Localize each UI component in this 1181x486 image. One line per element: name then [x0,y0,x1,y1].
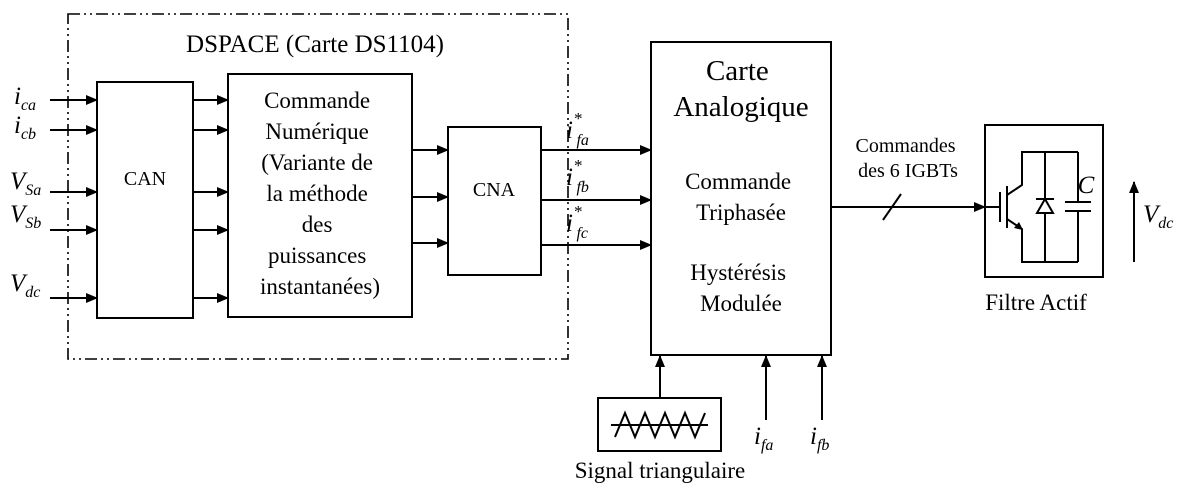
carte-commande: Commande Triphasée [685,169,797,225]
triangle-signal-label: Signal triangulaire [575,458,746,483]
input-label-icb: icb [14,112,36,143]
svg-text:ica: ica [14,83,36,114]
feedback-label-ifb: ifb [810,423,829,454]
input-label-ica: ica [14,83,36,114]
svg-text:i*fb: i*fb [566,156,589,196]
dc-voltage-label: Vdc [1143,201,1173,232]
dspace-title: DSPACE (Carte DS1104) [186,31,444,58]
input-label-vdc: Vdc [10,270,40,301]
filtre-actif-label: Filtre Actif [985,290,1087,315]
triangle-signal-wave [614,410,706,440]
igbt-symbol [985,151,1079,263]
igbt-commands-label: Commandes des 6 IGBTs [856,135,961,182]
carte-hysteresis: Hystérésis Modulée [690,260,792,316]
cna-block [447,126,542,276]
svg-text:ifb: ifb [810,423,829,454]
carte-analogique-block [650,41,832,356]
feedback-label-ifa: ifa [754,423,773,454]
svg-text:Vdc: Vdc [1143,201,1173,232]
commande-text: Commande Numérique (Variante de la métho… [260,88,380,299]
input-label-vsb: VSb [10,201,41,232]
svg-text:VSa: VSa [10,168,41,199]
svg-text:icb: icb [14,112,36,143]
svg-text:i*fc: i*fc [566,202,588,242]
can-label: CAN [124,168,166,190]
capacitor-label: C [1078,172,1095,199]
svg-text:ifa: ifa [754,423,773,454]
ref-label-ifb: i*fb [566,156,589,196]
bus-slash [882,193,902,221]
carte-title: Carte Analogique [673,55,808,123]
svg-text:VSb: VSb [10,201,41,232]
can-block [96,81,194,319]
dc-capacitor [1065,201,1091,212]
svg-text:Vdc: Vdc [10,270,40,301]
commande-block [227,73,413,318]
dspace-boundary [67,13,569,360]
cna-label: CNA [473,179,516,201]
svg-text:i*fa: i*fa [566,109,589,149]
ref-label-ifa: i*fa [566,109,589,149]
input-label-vsa: VSa [10,168,41,199]
ref-label-ifc: i*fc [566,202,588,242]
